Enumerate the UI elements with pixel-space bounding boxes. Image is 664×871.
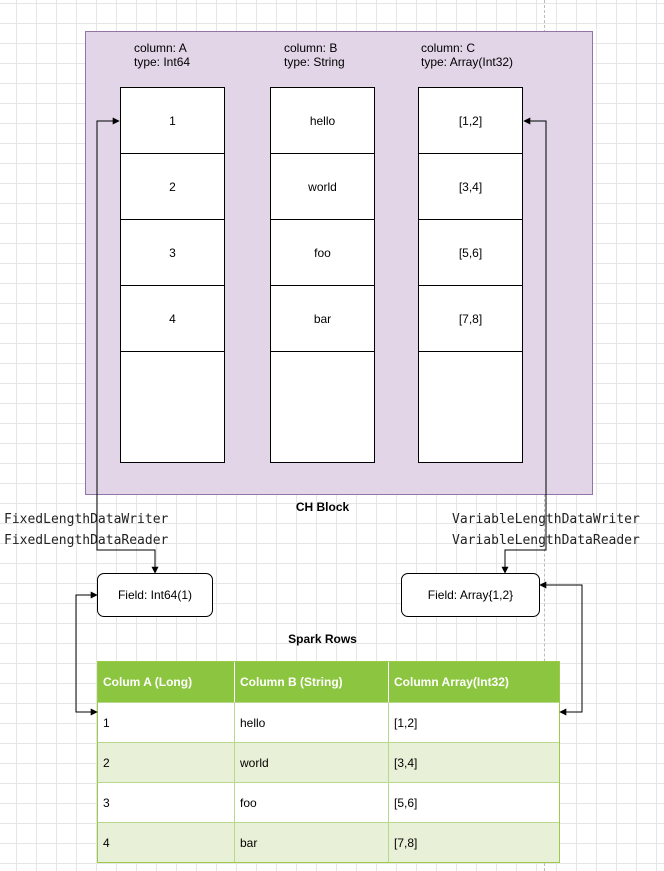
table-cell: hello bbox=[235, 703, 389, 742]
table-cell: [3,4] bbox=[394, 755, 418, 770]
column-a-type: type: Int64 bbox=[134, 55, 191, 69]
column-b-cell: hello bbox=[271, 88, 374, 154]
column-c-cell: [5,6] bbox=[419, 220, 522, 286]
column-b-cell: foo bbox=[271, 220, 374, 286]
connector-field-int64-table bbox=[75, 591, 98, 716]
column-c-cell: [7,8] bbox=[419, 286, 522, 352]
column-c-cell: [3,4] bbox=[419, 154, 522, 220]
column-c-name: column: C bbox=[421, 41, 476, 55]
table-cell: world bbox=[235, 743, 389, 782]
column-a-cell: 4 bbox=[121, 286, 224, 352]
ch-block-label: CH Block bbox=[295, 500, 350, 514]
table-cell: [1,2] bbox=[394, 715, 418, 730]
column-c-cell: [1,2] bbox=[419, 88, 522, 154]
connector-column-a-field bbox=[96, 117, 159, 574]
column-b-name: column: B bbox=[284, 41, 338, 55]
field-int64-box[interactable]: Field: Int64(1) bbox=[97, 573, 213, 617]
column-b-box[interactable]: hello world foo bar bbox=[270, 87, 375, 463]
table-row[interactable]: 2 world [3,4] bbox=[98, 742, 559, 782]
table-row[interactable]: 1 hello [1,2] bbox=[98, 702, 559, 742]
connector-column-c-field bbox=[501, 117, 547, 574]
table-row[interactable]: 3 foo [5,6] bbox=[98, 782, 559, 822]
column-b-cell: bar bbox=[271, 286, 374, 352]
column-a-cell: 3 bbox=[121, 220, 224, 286]
column-b-type: type: String bbox=[284, 55, 345, 69]
column-c-type: type: Array(Int32) bbox=[421, 55, 514, 69]
table-header-cell: Column Array(Int32) bbox=[394, 675, 509, 689]
column-c-header: column: C type: Array(Int32) bbox=[421, 41, 513, 69]
spark-rows-table: Colum A (Long) Column B (String) Column … bbox=[97, 661, 560, 863]
table-row[interactable]: 4 bar [7,8] bbox=[98, 822, 559, 862]
table-cell: [5,6] bbox=[394, 795, 418, 810]
field-array-box[interactable]: Field: Array{1,2} bbox=[401, 573, 540, 617]
table-header-cell: Colum A (Long) bbox=[98, 662, 235, 702]
column-b-header: column: B type: String bbox=[284, 41, 345, 69]
table-cell: 1 bbox=[98, 703, 235, 742]
column-a-cell: 2 bbox=[121, 154, 224, 220]
column-b-cell: world bbox=[271, 154, 374, 220]
table-header-row: Colum A (Long) Column B (String) Column … bbox=[98, 662, 559, 702]
table-cell: [7,8] bbox=[394, 835, 418, 850]
table-cell: foo bbox=[235, 783, 389, 822]
table-cell: 3 bbox=[98, 783, 235, 822]
column-a-cell: 1 bbox=[121, 88, 224, 154]
column-a-name: column: A bbox=[134, 41, 187, 55]
table-header-cell: Column B (String) bbox=[235, 662, 389, 702]
spark-rows-label: Spark Rows bbox=[288, 632, 357, 646]
column-a-header: column: A type: Int64 bbox=[134, 41, 190, 69]
table-cell: 4 bbox=[98, 823, 235, 862]
connector-field-array-table bbox=[539, 581, 583, 716]
table-cell: bar bbox=[235, 823, 389, 862]
table-cell: 2 bbox=[98, 743, 235, 782]
